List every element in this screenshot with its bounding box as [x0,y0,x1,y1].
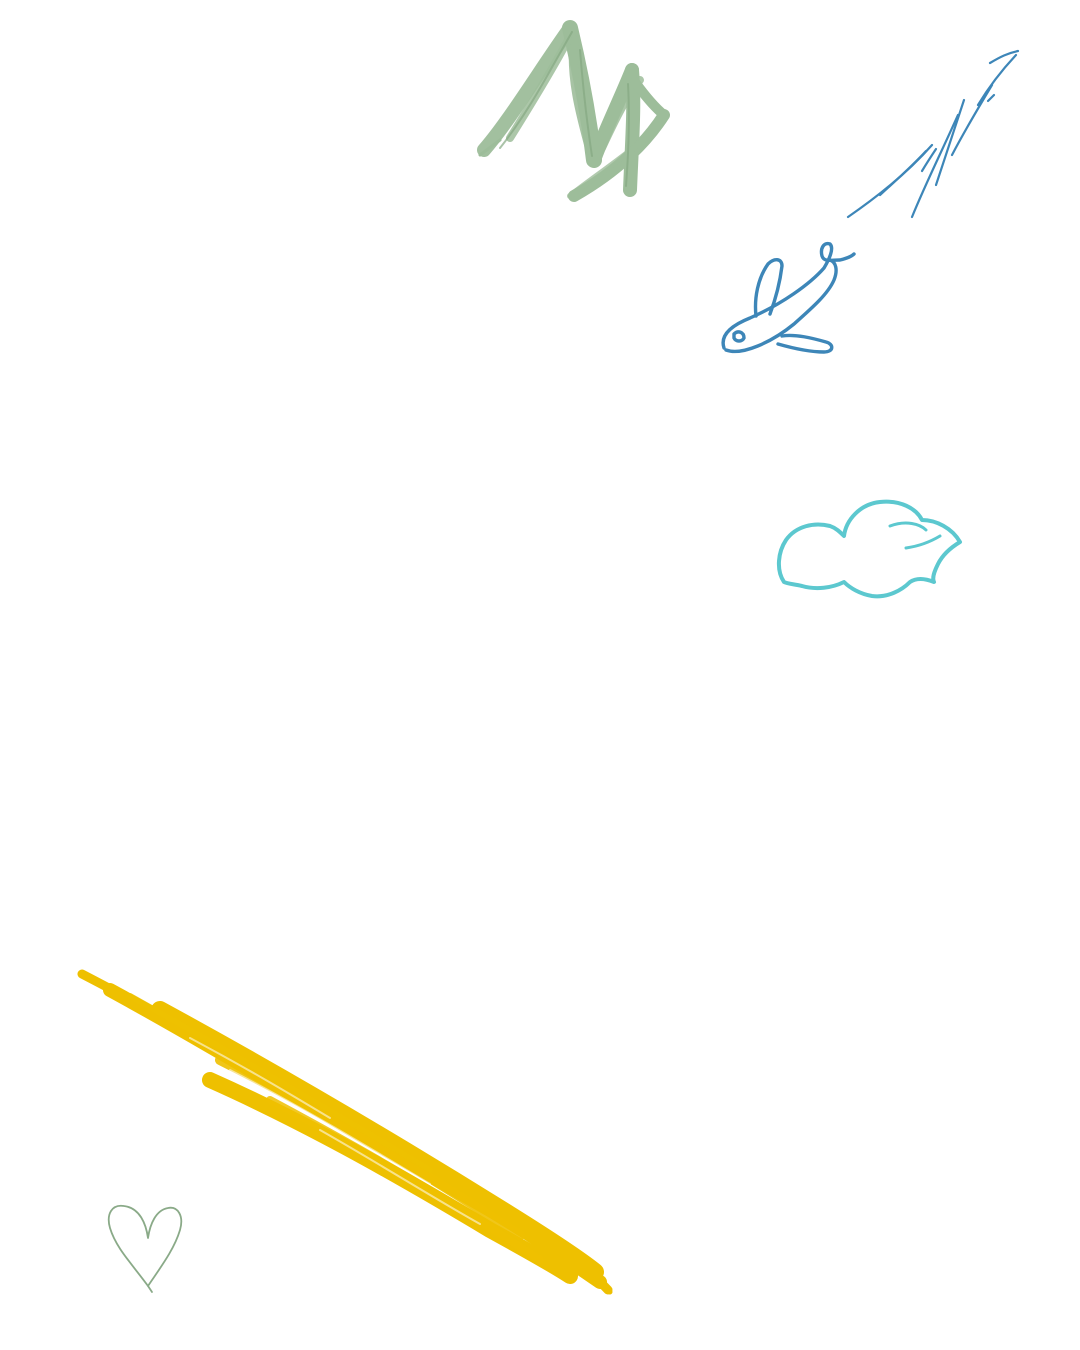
green-zigzag-scribble-icon [477,20,670,202]
heart-outline-icon [107,1204,183,1293]
blue-speed-lines-icon [846,49,1020,219]
yellow-crayon-stroke-icon [77,969,613,1295]
cloud-icon [777,499,962,599]
airplane-icon [721,241,856,354]
